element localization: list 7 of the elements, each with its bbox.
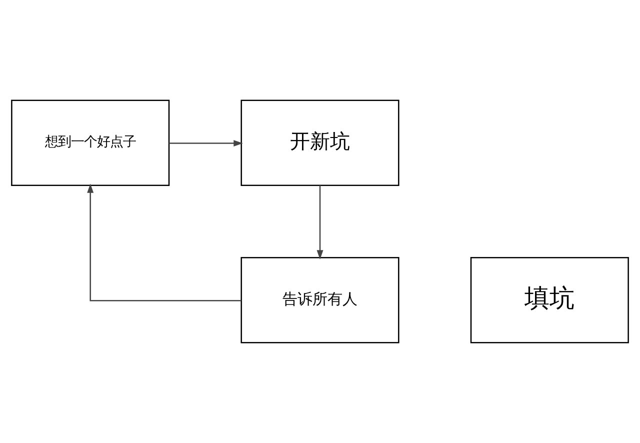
node-box: 想到一个好点子 [11, 100, 170, 186]
node-box: 开新坑 [240, 100, 400, 186]
arrow [316, 185, 324, 260]
arrow [87, 184, 242, 302]
arrow [169, 140, 243, 146]
node-box: 告诉所有人 [240, 257, 400, 344]
node-box: 填坑 [470, 257, 629, 344]
